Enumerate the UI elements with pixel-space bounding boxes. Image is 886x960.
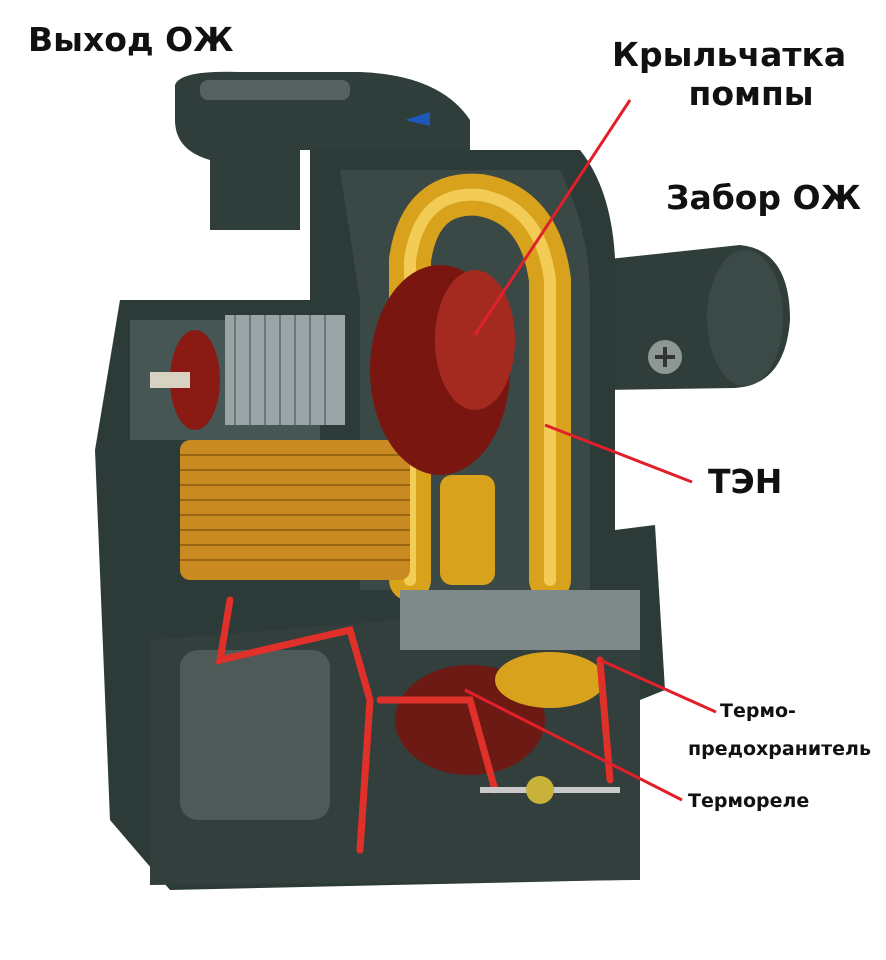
leader-line-impeller [473,99,632,336]
label-pump-impeller-line2: помпы [688,74,814,113]
leader-line-thermo-fuse [599,658,717,714]
label-pump-impeller: Крыльчатка помпы [612,35,846,113]
inlet-pipe [600,245,790,390]
label-thermo-fuse-line1: Термо- [720,700,796,722]
leader-line-thermo-relay [464,688,683,802]
label-coolant-inlet: Забор ОЖ [666,178,861,217]
label-heater: ТЭН [708,462,783,501]
label-thermo-fuse-line2: предохранитель [688,738,871,760]
label-coolant-outlet: Выход ОЖ [28,20,234,59]
leader-lines [464,99,717,802]
impeller [370,265,515,585]
label-pump-impeller-line1: Крыльчатка [612,35,847,74]
leader-line-heater [544,423,693,484]
label-thermo-relay: Термореле [688,790,810,812]
outlet-pipe [175,71,470,230]
coil [180,440,410,580]
electronics-compartment [150,590,640,885]
motor [150,315,345,430]
